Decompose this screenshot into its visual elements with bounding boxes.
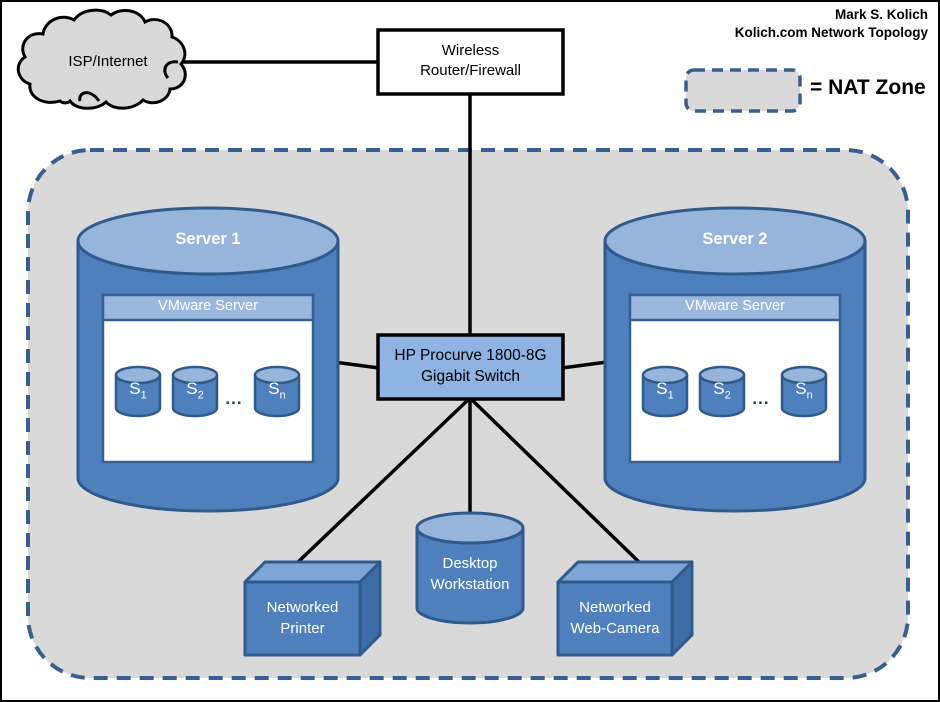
router-label-line2: Router/Firewall bbox=[420, 62, 521, 79]
server1-vmware-label: VMware Server bbox=[158, 298, 258, 314]
cloud-outline bbox=[16, 8, 187, 110]
server2-vm2-top bbox=[698, 365, 746, 385]
link-server1-switch bbox=[333, 360, 380, 370]
nat-zone-legend-swatch bbox=[684, 68, 802, 113]
link-switch-server2 bbox=[561, 360, 608, 370]
server2-vmware-header bbox=[628, 293, 842, 322]
server1-vmware-header bbox=[101, 293, 315, 322]
link-switch-webcam bbox=[468, 396, 642, 565]
nat-zone-legend-label: = NAT Zone bbox=[810, 76, 926, 99]
router-box bbox=[376, 28, 565, 96]
server2-vm-ellipsis: ... bbox=[752, 389, 770, 408]
server2-vm1-label: S1 bbox=[643, 379, 687, 401]
workstation-top bbox=[415, 511, 525, 545]
vm-letter: S bbox=[795, 379, 807, 398]
server2-name: Server 2 bbox=[702, 230, 768, 248]
server1-vmn-label: Sn bbox=[255, 379, 299, 401]
server1-vm1-top bbox=[114, 365, 162, 385]
server2-vmn-label: Sn bbox=[782, 379, 826, 401]
link-switch-printer bbox=[295, 396, 472, 565]
switch-label-line2: Gigabit Switch bbox=[420, 368, 521, 385]
printer-front-face bbox=[243, 580, 362, 657]
webcam-label: Networked Web-Camera bbox=[558, 597, 672, 639]
server2-vmware-label: VMware Server bbox=[685, 298, 785, 314]
vm-subscript: 2 bbox=[197, 389, 204, 402]
workstation-label-line1: Desktop bbox=[442, 555, 498, 572]
internet-cloud-label: ISP/Internet bbox=[68, 53, 148, 70]
printer-label: Networked Printer bbox=[245, 597, 360, 639]
server2-cylinder bbox=[603, 206, 867, 513]
router-label-line1: Wireless bbox=[441, 42, 500, 59]
workstation-label: Desktop Workstation bbox=[404, 553, 536, 595]
author-name: Mark S. Kolich bbox=[834, 7, 928, 22]
vm-subscript: n bbox=[279, 389, 286, 402]
diagram-subtitle: Kolich.com Network Topology bbox=[734, 25, 928, 40]
workstation-cylinder bbox=[415, 511, 525, 625]
webcam-top-face bbox=[556, 560, 694, 584]
server1-top bbox=[76, 206, 340, 276]
router-label: Wireless Router/Firewall bbox=[378, 41, 563, 81]
vm-subscript: n bbox=[806, 389, 813, 402]
printer-3d-box bbox=[243, 560, 382, 657]
server1-name: Server 1 bbox=[175, 230, 241, 248]
webcam-label-line1: Networked bbox=[579, 599, 651, 616]
webcam-front-face bbox=[556, 580, 674, 657]
server1-vm2-label: S2 bbox=[173, 379, 217, 401]
vm-letter: S bbox=[129, 379, 141, 398]
printer-label-line1: Networked bbox=[266, 599, 339, 616]
server2-vm1-top bbox=[641, 365, 689, 385]
connector-lines bbox=[170, 60, 642, 565]
printer-top-face bbox=[243, 560, 382, 584]
vm-letter: S bbox=[713, 379, 725, 398]
server2-top bbox=[603, 206, 867, 276]
vm-subscript: 1 bbox=[667, 389, 674, 402]
switch-label-line1: HP Procurve 1800-8G bbox=[394, 347, 547, 364]
vm-letter: S bbox=[268, 379, 280, 398]
server2-vmn-top bbox=[780, 365, 828, 385]
vm-subscript: 1 bbox=[140, 389, 147, 402]
vm-letter: S bbox=[186, 379, 198, 398]
switch-label: HP Procurve 1800-8G Gigabit Switch bbox=[378, 345, 563, 387]
server1-vmn-top bbox=[253, 365, 301, 385]
webcam-label-line2: Web-Camera bbox=[570, 620, 660, 637]
vm-letter: S bbox=[656, 379, 668, 398]
vm-subscript: 2 bbox=[724, 389, 731, 402]
diagram-title: Mark S. Kolich Kolich.com Network Topolo… bbox=[735, 6, 928, 42]
internet-cloud-shape bbox=[16, 8, 187, 110]
cloud-curl-right bbox=[163, 60, 179, 79]
switch-box bbox=[376, 333, 565, 401]
printer-label-line2: Printer bbox=[280, 620, 325, 637]
server1-vm2-top bbox=[171, 365, 219, 385]
server1-cylinder bbox=[76, 206, 340, 513]
server2-vm2-label: S2 bbox=[700, 379, 744, 401]
webcam-3d-box bbox=[556, 560, 694, 657]
server1-vm-ellipsis: ... bbox=[225, 389, 243, 408]
server1-vm1-label: S1 bbox=[116, 379, 160, 401]
cloud-curl-bottom bbox=[78, 91, 101, 102]
workstation-label-line2: Workstation bbox=[430, 576, 510, 593]
